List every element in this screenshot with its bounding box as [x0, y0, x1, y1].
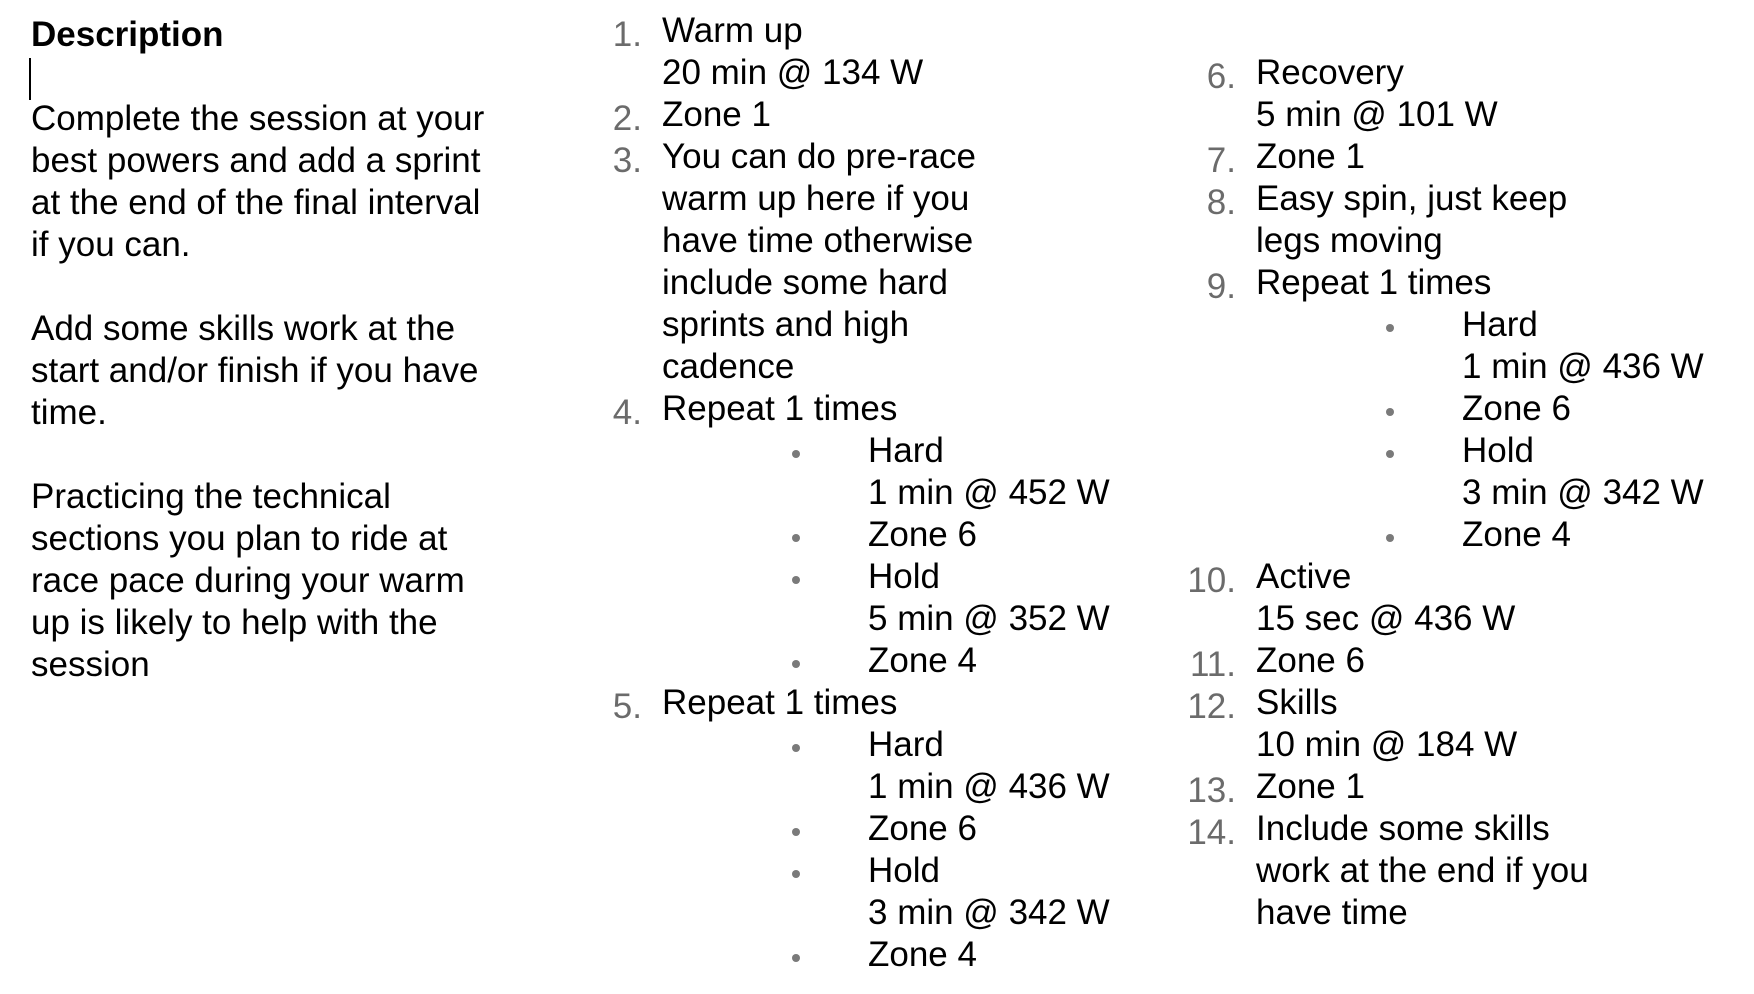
- step-item: Recovery 5 min @ 101 W: [1256, 53, 1498, 134]
- step-number: 5.: [612, 687, 642, 726]
- text-cursor: [29, 58, 31, 100]
- step-number: 10.: [1187, 561, 1236, 600]
- sub-item: Hard 1 min @ 436 W: [1462, 305, 1704, 386]
- step-number: 4.: [612, 393, 642, 432]
- bullet-icon: [792, 954, 800, 962]
- bullet-icon: [1386, 408, 1394, 416]
- description-paragraph-2[interactable]: Add some skills work at the start and/or…: [31, 309, 479, 432]
- sub-item: Zone 4: [1462, 515, 1571, 554]
- step-item: Repeat 1 times: [662, 389, 898, 428]
- bullet-icon: [792, 660, 800, 668]
- bullet-icon: [792, 870, 800, 878]
- sub-item: Hold 3 min @ 342 W: [1462, 431, 1704, 512]
- step-item: You can do pre-race warm up here if you …: [662, 137, 976, 386]
- step-number: 2.: [612, 99, 642, 138]
- description-paragraph-1[interactable]: Complete the session at your best powers…: [31, 99, 485, 264]
- step-item: Zone 1: [1256, 767, 1365, 806]
- step-number: 14.: [1187, 813, 1236, 852]
- step-item: Warm up 20 min @ 134 W: [662, 11, 924, 92]
- step-item: Include some skills work at the end if y…: [1256, 809, 1589, 932]
- sub-item: Hold 5 min @ 352 W: [868, 557, 1110, 638]
- step-number: 6.: [1206, 57, 1236, 96]
- step-item: Skills 10 min @ 184 W: [1256, 683, 1518, 764]
- sub-item: Hard 1 min @ 452 W: [868, 431, 1110, 512]
- step-number: 7.: [1206, 141, 1236, 180]
- step-item: Active 15 sec @ 436 W: [1256, 557, 1516, 638]
- sub-item: Zone 6: [1462, 389, 1571, 428]
- step-item: Repeat 1 times: [1256, 263, 1492, 302]
- step-item: Zone 1: [662, 95, 771, 134]
- description-paragraph-3[interactable]: Practicing the technical sections you pl…: [31, 477, 465, 684]
- sub-item: Zone 4: [868, 935, 977, 974]
- step-item: Repeat 1 times: [662, 683, 898, 722]
- step-number: 9.: [1206, 267, 1236, 306]
- sub-item: Zone 6: [868, 515, 977, 554]
- bullet-icon: [1386, 324, 1394, 332]
- sub-item: Hold 3 min @ 342 W: [868, 851, 1110, 932]
- bullet-icon: [792, 828, 800, 836]
- bullet-icon: [792, 744, 800, 752]
- step-number: 8.: [1206, 183, 1236, 222]
- sub-item: Zone 6: [868, 809, 977, 848]
- step-number: 13.: [1187, 771, 1236, 810]
- sub-item: Hard 1 min @ 436 W: [868, 725, 1110, 806]
- step-item: Zone 6: [1256, 641, 1365, 680]
- bullet-icon: [1386, 450, 1394, 458]
- bullet-icon: [792, 576, 800, 584]
- sub-item: Zone 4: [868, 641, 977, 680]
- step-item: Zone 1: [1256, 137, 1365, 176]
- bullet-icon: [792, 534, 800, 542]
- step-number: 3.: [612, 141, 642, 180]
- bullet-icon: [792, 450, 800, 458]
- step-number: 12.: [1187, 687, 1236, 726]
- description-heading: Description: [31, 15, 224, 54]
- step-number: 1.: [612, 15, 642, 54]
- step-number: 11.: [1189, 645, 1236, 684]
- bullet-icon: [1386, 534, 1394, 542]
- step-item: Easy spin, just keep legs moving: [1256, 179, 1568, 260]
